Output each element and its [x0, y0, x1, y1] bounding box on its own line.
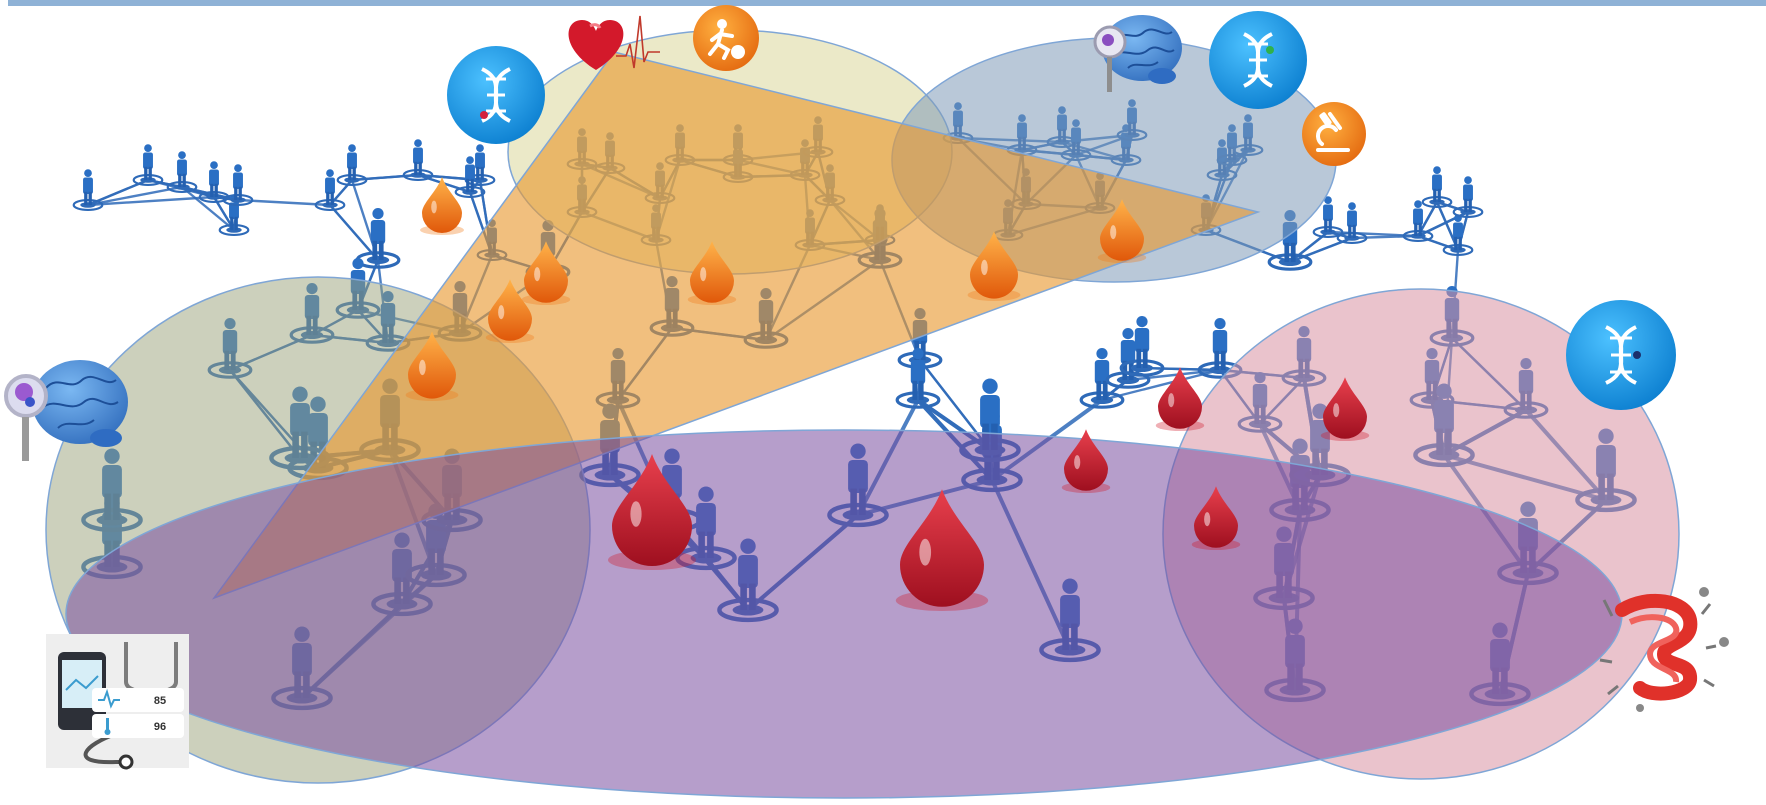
person-node: [1336, 202, 1368, 245]
person-node: [1452, 176, 1484, 219]
exercise-icon: [693, 5, 759, 71]
blood-drop-icon: [608, 454, 696, 570]
brain-icon: [4, 360, 128, 461]
dna-icon: [1566, 300, 1676, 410]
dna-icon: [447, 46, 545, 144]
network-link: [1127, 368, 1221, 382]
network-link: [1141, 366, 1221, 372]
person-node: [336, 144, 368, 187]
cluster-purple: [65, 429, 1623, 799]
blood-drop-icon: [1097, 199, 1147, 263]
network-link: [351, 173, 419, 182]
network-link: [237, 198, 331, 207]
health-monitor-icon: 85 96: [46, 634, 189, 770]
heart-icon: [568, 15, 660, 70]
microscope-icon: [1302, 102, 1366, 166]
person-node: [222, 164, 254, 207]
blood-drop-icon: [485, 279, 535, 343]
person-node: [1312, 196, 1344, 239]
top-bar: [8, 0, 1766, 6]
person-node: [895, 348, 941, 409]
temperature-value: 96: [154, 721, 166, 733]
blood-drop-icon: [1320, 377, 1370, 441]
network-link: [87, 195, 215, 207]
blood-drop-icon: [1191, 486, 1241, 550]
heart-rate-value: 85: [154, 695, 166, 707]
blood-drop-icon: [967, 231, 1021, 301]
person-node: [454, 156, 486, 199]
person-node: [166, 151, 198, 194]
blood-drop-icon: [405, 331, 459, 401]
person-node: [314, 169, 346, 212]
person-node: [1402, 200, 1434, 243]
network-link: [1351, 234, 1419, 240]
person-node: [1421, 166, 1453, 209]
cluster-overlays: [45, 29, 1680, 799]
blood-drop-icon: [420, 177, 464, 235]
blood-drop-icon: [1061, 429, 1111, 493]
brain-icon: [1093, 15, 1182, 92]
person-node: [72, 169, 104, 212]
person-node: [1079, 348, 1125, 409]
blood-drops: [405, 177, 1370, 611]
network-link: [181, 186, 235, 231]
blood-drop-icon: [687, 241, 737, 305]
blood-drop-icon: [895, 489, 989, 611]
blood-drop-icon: [521, 241, 571, 305]
person-node: [402, 139, 434, 182]
dna-icon: [1209, 11, 1307, 109]
person-node: [132, 144, 164, 187]
blood-drop-icon: [1155, 367, 1205, 431]
person-node: [1442, 214, 1474, 257]
network-link: [87, 185, 183, 207]
network-link: [329, 204, 379, 261]
network-link: [1101, 368, 1221, 402]
intestine-icon: [1599, 587, 1729, 712]
network-link: [1417, 234, 1459, 252]
